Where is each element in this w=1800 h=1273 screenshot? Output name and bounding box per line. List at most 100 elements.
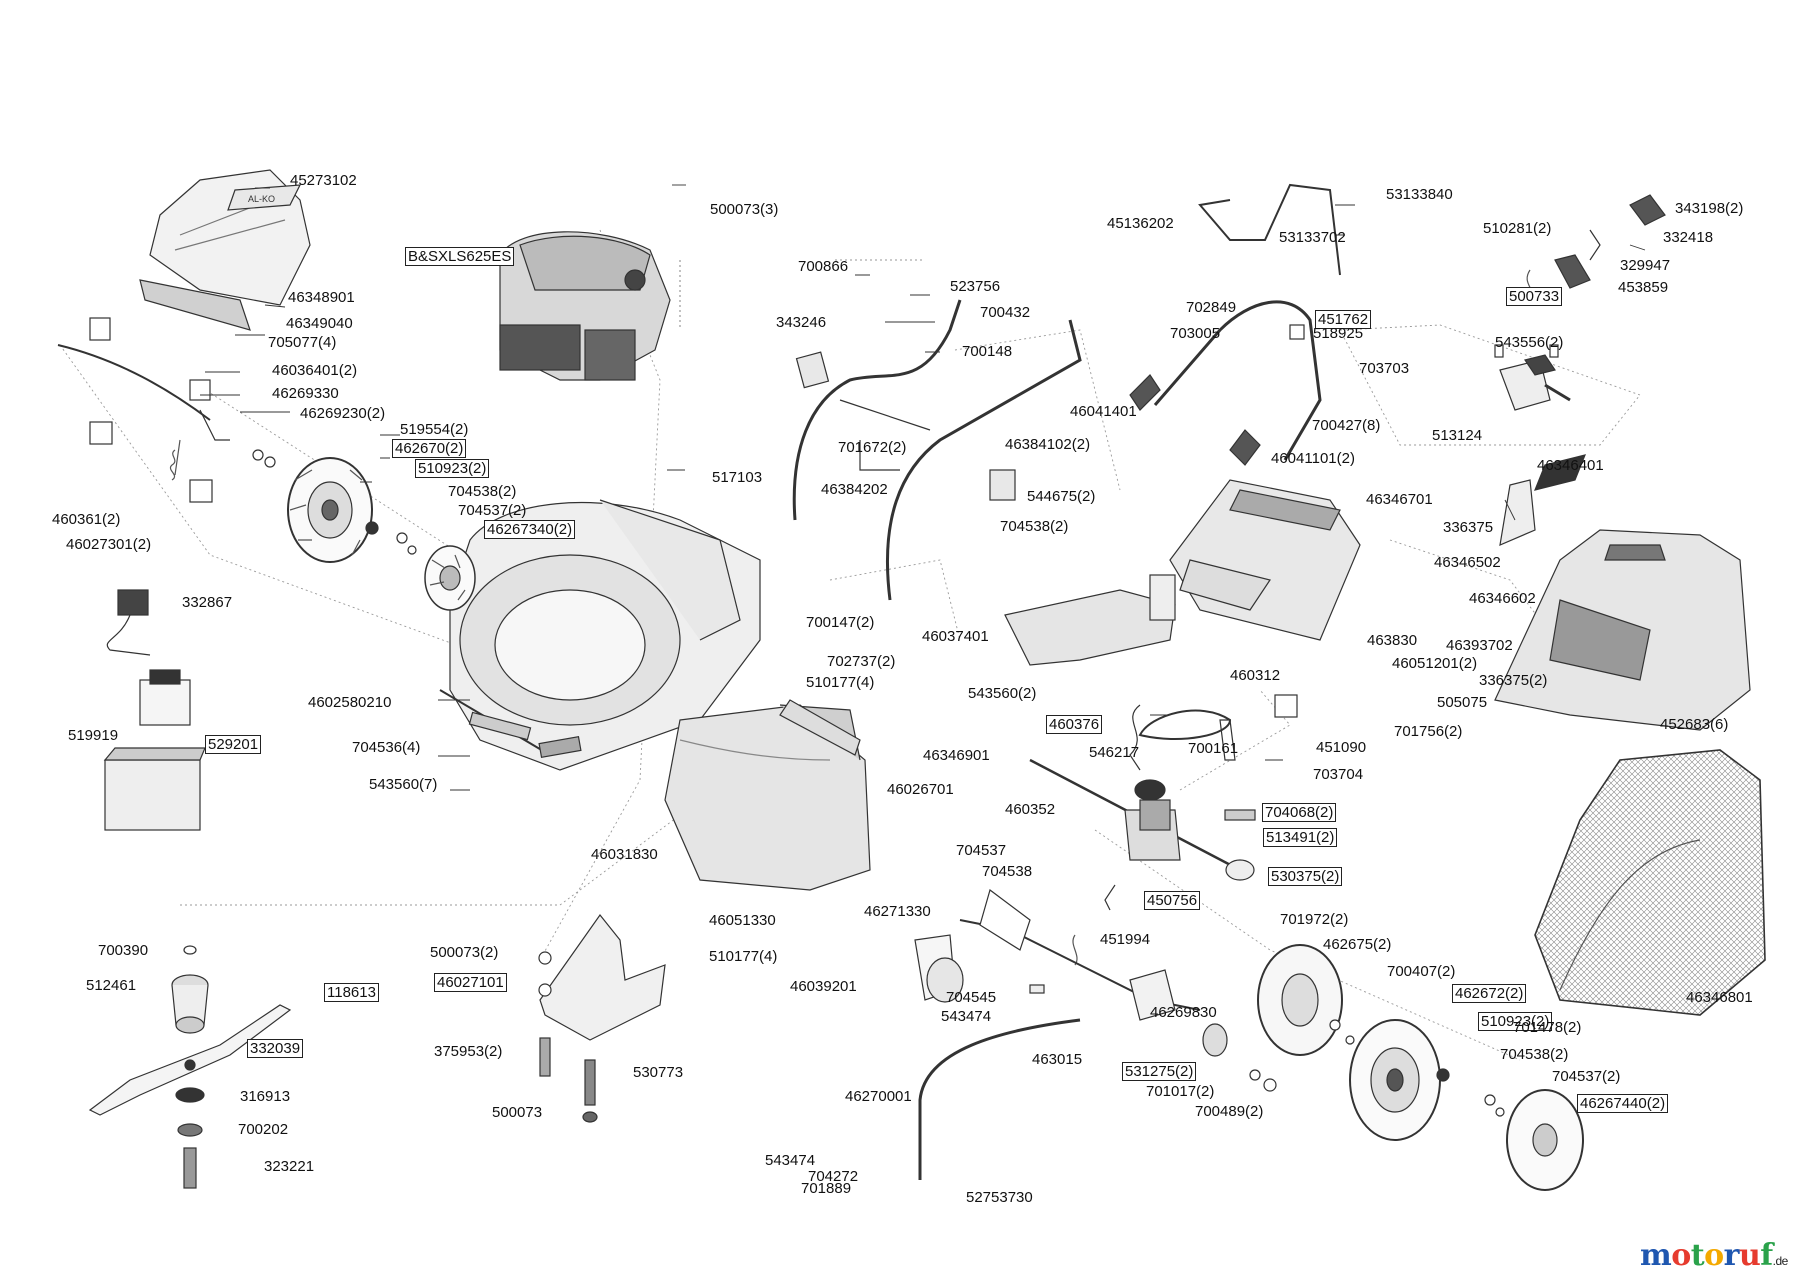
- part-label-46026701[interactable]: 46026701: [887, 781, 954, 798]
- part-label-7004892[interactable]: 700489(2): [1195, 1103, 1264, 1120]
- part-label-505075[interactable]: 505075: [1437, 694, 1488, 711]
- part-label-52753730[interactable]: 52753730: [966, 1189, 1033, 1206]
- part-label-7004278[interactable]: 700427(8): [1312, 417, 1381, 434]
- part-label-7016722[interactable]: 701672(2): [838, 439, 907, 456]
- part-label-700202[interactable]: 700202: [238, 1121, 289, 1138]
- part-label-46348901[interactable]: 46348901: [288, 289, 355, 306]
- part-label-451994[interactable]: 451994: [1100, 931, 1151, 948]
- part-label-704538[interactable]: 704538: [982, 863, 1033, 880]
- part-label-500073[interactable]: 500073: [492, 1104, 543, 1121]
- part-label-512461[interactable]: 512461: [86, 977, 137, 994]
- part-label-46271330[interactable]: 46271330: [864, 903, 931, 920]
- part-label-460376[interactable]: 460376: [1046, 715, 1103, 734]
- part-label-529201[interactable]: 529201: [205, 735, 262, 754]
- part-label-7045382[interactable]: 704538(2): [448, 483, 517, 500]
- part-label-4526836[interactable]: 452683(6): [1660, 716, 1729, 733]
- part-label-460273012[interactable]: 46027301(2): [66, 536, 152, 553]
- part-label-7001472[interactable]: 700147(2): [806, 614, 875, 631]
- part-label-5435607[interactable]: 543560(7): [369, 776, 438, 793]
- part-label-451090[interactable]: 451090: [1316, 739, 1367, 756]
- part-label-462692302[interactable]: 46269230(2): [300, 405, 386, 422]
- part-label-5101774[interactable]: 510177(4): [806, 674, 875, 691]
- part-label-543474[interactable]: 543474: [941, 1008, 992, 1025]
- part-label-546217[interactable]: 546217: [1089, 744, 1140, 761]
- part-label-7010172[interactable]: 701017(2): [1146, 1083, 1215, 1100]
- part-label-46031830[interactable]: 46031830: [591, 846, 658, 863]
- part-label-46037401[interactable]: 46037401: [922, 628, 989, 645]
- part-label-7045382[interactable]: 704538(2): [1000, 518, 1069, 535]
- part-label-46393702[interactable]: 46393702: [1446, 637, 1513, 654]
- part-label-5134912[interactable]: 513491(2): [1263, 828, 1338, 847]
- part-label-5109232[interactable]: 510923(2): [1478, 1012, 1553, 1031]
- part-label-46269830[interactable]: 46269830: [1150, 1004, 1217, 1021]
- part-label-46270001[interactable]: 46270001: [845, 1088, 912, 1105]
- part-label-500733[interactable]: 500733: [1506, 287, 1563, 306]
- part-label-460411012[interactable]: 46041101(2): [1271, 450, 1355, 467]
- part-label-4626722[interactable]: 462672(2): [1452, 984, 1527, 1003]
- part-label-4602580210[interactable]: 4602580210: [308, 694, 392, 711]
- part-label-46346401[interactable]: 46346401: [1537, 457, 1604, 474]
- part-label-332867[interactable]: 332867: [182, 594, 233, 611]
- part-label-543474[interactable]: 543474: [765, 1152, 816, 1169]
- part-label-7014782[interactable]: 701478(2): [1513, 1019, 1582, 1036]
- part-label-518925[interactable]: 518925: [1313, 325, 1364, 342]
- part-label-46346801[interactable]: 46346801: [1686, 989, 1753, 1006]
- part-label-46051330[interactable]: 46051330: [709, 912, 776, 929]
- part-label-5109232[interactable]: 510923(2): [415, 459, 490, 478]
- part-label-7040682[interactable]: 704068(2): [1262, 803, 1337, 822]
- part-label-7017562[interactable]: 701756(2): [1394, 723, 1463, 740]
- part-label-7019722[interactable]: 701972(2): [1280, 911, 1349, 928]
- part-label-336375[interactable]: 336375: [1443, 519, 1494, 536]
- part-label-703005[interactable]: 703005: [1170, 325, 1221, 342]
- part-label-46346701[interactable]: 46346701: [1366, 491, 1433, 508]
- part-label-46041401[interactable]: 46041401: [1070, 403, 1137, 420]
- part-label-7045372[interactable]: 704537(2): [1552, 1068, 1621, 1085]
- part-label-316913[interactable]: 316913: [240, 1088, 291, 1105]
- part-label-463015[interactable]: 463015: [1032, 1051, 1083, 1068]
- part-label-53133840[interactable]: 53133840: [1386, 186, 1453, 203]
- part-label-3363752[interactable]: 336375(2): [1479, 672, 1548, 689]
- part-label-45273102[interactable]: 45273102: [290, 172, 357, 189]
- part-label-5435602[interactable]: 543560(2): [968, 685, 1037, 702]
- part-label-463841022[interactable]: 46384102(2): [1005, 436, 1091, 453]
- part-label-5101774[interactable]: 510177(4): [709, 948, 778, 965]
- part-label-523756[interactable]: 523756: [950, 278, 1001, 295]
- part-label-5195542[interactable]: 519554(2): [400, 421, 469, 438]
- part-label-704545[interactable]: 704545: [946, 989, 997, 1006]
- part-label-453859[interactable]: 453859: [1618, 279, 1669, 296]
- part-label-530773[interactable]: 530773: [633, 1064, 684, 1081]
- part-label-4626752[interactable]: 462675(2): [1323, 936, 1392, 953]
- part-label-46269330[interactable]: 46269330: [272, 385, 339, 402]
- part-label-460364012[interactable]: 46036401(2): [272, 362, 358, 379]
- part-label-517103[interactable]: 517103: [712, 469, 763, 486]
- part-label-5312752[interactable]: 531275(2): [1122, 1062, 1197, 1081]
- part-label-700390[interactable]: 700390: [98, 942, 149, 959]
- part-label-704537[interactable]: 704537: [956, 842, 1007, 859]
- part-label-4626702[interactable]: 462670(2): [392, 439, 467, 458]
- part-label-7050774[interactable]: 705077(4): [268, 334, 337, 351]
- part-label-7027372[interactable]: 702737(2): [827, 653, 896, 670]
- part-label-323221[interactable]: 323221: [264, 1158, 315, 1175]
- part-label-462674402[interactable]: 46267440(2): [1577, 1094, 1669, 1113]
- part-label-700432[interactable]: 700432: [980, 304, 1031, 321]
- part-label-700161[interactable]: 700161: [1188, 740, 1239, 757]
- part-label-7045364[interactable]: 704536(4): [352, 739, 421, 756]
- part-label-5000732[interactable]: 500073(2): [430, 944, 499, 961]
- part-label-460512012[interactable]: 46051201(2): [1392, 655, 1478, 672]
- part-label-46346901[interactable]: 46346901: [923, 747, 990, 764]
- part-label-5000733[interactable]: 500073(3): [710, 201, 779, 218]
- part-label-5303752[interactable]: 530375(2): [1268, 867, 1343, 886]
- part-label-460312[interactable]: 460312: [1230, 667, 1281, 684]
- part-label-46039201[interactable]: 46039201: [790, 978, 857, 995]
- part-label-5446752[interactable]: 544675(2): [1027, 488, 1096, 505]
- part-label-462673402[interactable]: 46267340(2): [484, 520, 576, 539]
- part-label-343246[interactable]: 343246: [776, 314, 827, 331]
- part-label-46384202[interactable]: 46384202: [821, 481, 888, 498]
- part-label-701889[interactable]: 701889: [801, 1180, 852, 1197]
- part-label-519919[interactable]: 519919: [68, 727, 119, 744]
- part-label-3759532[interactable]: 375953(2): [434, 1043, 503, 1060]
- part-label-700148[interactable]: 700148: [962, 343, 1013, 360]
- part-label-329947[interactable]: 329947: [1620, 257, 1671, 274]
- part-label-46027101[interactable]: 46027101: [434, 973, 507, 992]
- part-label-46346502[interactable]: 46346502: [1434, 554, 1501, 571]
